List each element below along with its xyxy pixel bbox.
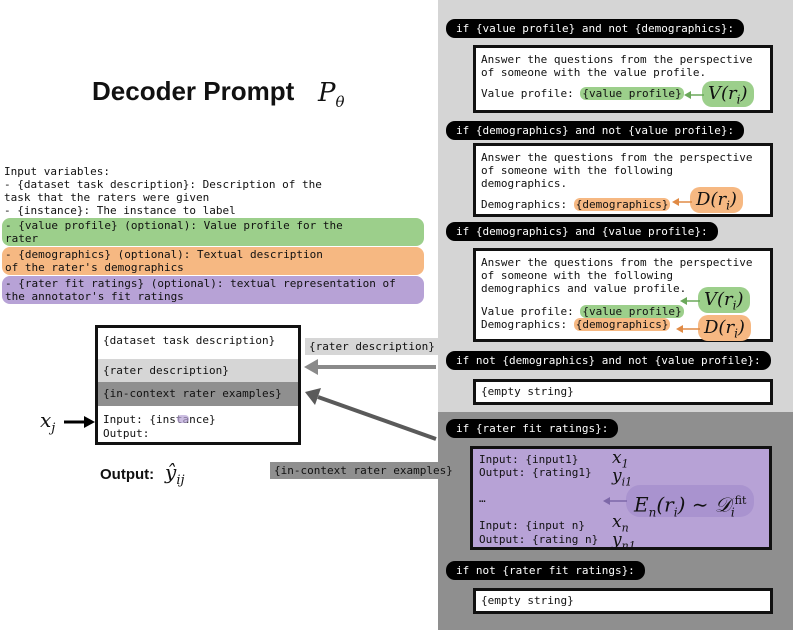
dataset-task-row: {dataset task description} bbox=[103, 334, 276, 347]
connector-arrows bbox=[304, 359, 437, 441]
condition-demographics-only: if {demographics} and not {value profile… bbox=[446, 121, 745, 140]
fit-ratings-box: Input: {input1} Output: {rating1} … Inpu… bbox=[470, 446, 772, 550]
variable-line: task that the raters were given bbox=[4, 191, 210, 204]
both-demographics-chip: {demographics} bbox=[573, 318, 671, 331]
decoder-prompt-box: {dataset task description} {rater descri… bbox=[95, 325, 301, 445]
demographics-variable: - {demographics} (optional): Textual des… bbox=[2, 247, 424, 275]
output-label: Output: bbox=[100, 466, 155, 483]
empty-string-box-1: {empty string} bbox=[473, 379, 773, 405]
fit-distribution-math: En(ri) ∼ 𝒟ifit bbox=[626, 485, 755, 520]
condition-no-fit-ratings: if not {rater fit ratings}: bbox=[446, 561, 645, 580]
fit-ratings-variable: - {rater fit ratings} (optional): textua… bbox=[2, 276, 424, 304]
input-symbol: xj bbox=[40, 408, 56, 436]
xn-symbol: xn bbox=[612, 512, 629, 535]
both-demo-arrow bbox=[676, 325, 700, 333]
in-context-examples-row: {in-context rater examples} bbox=[98, 382, 298, 406]
condition-fit-ratings: if {rater fit ratings}: bbox=[446, 419, 619, 438]
output-row: Output: bbox=[103, 427, 150, 440]
empty-string-box-2: {empty string} bbox=[473, 588, 773, 614]
instance-highlight bbox=[177, 415, 189, 423]
value-profile-variable: - {value profile} (optional): Value prof… bbox=[2, 218, 424, 246]
demographics-arrow bbox=[672, 198, 692, 206]
variable-line: - {instance}: The instance to label bbox=[4, 204, 236, 217]
both-vp-arrow bbox=[680, 297, 700, 305]
both-value-profile-math: V(ri) bbox=[698, 287, 750, 313]
fit-distribution-arrow bbox=[603, 497, 627, 505]
input-instance-row: Input: {instance} bbox=[103, 413, 216, 426]
both-value-profile-chip: {value profile} bbox=[580, 305, 684, 318]
condition-neither: if not {demographics} and not {value pro… bbox=[446, 351, 771, 370]
p-theta-symbol: Pθ bbox=[318, 78, 345, 112]
value-profile-arrow bbox=[684, 91, 704, 99]
rater-description-arrow-label: {rater description} bbox=[305, 338, 439, 355]
variables-heading: Input variables: bbox=[4, 165, 110, 178]
demographics-math: D(ri) bbox=[690, 187, 743, 213]
variable-line: - {dataset task description}: Descriptio… bbox=[4, 178, 322, 191]
input-arrow bbox=[64, 416, 95, 428]
in-context-arrow-label: {in-context rater examples} bbox=[270, 462, 457, 479]
both-demographics-math: D(ri) bbox=[698, 315, 751, 341]
demographics-chip: {demographics} bbox=[573, 198, 671, 211]
value-profile-math: V(ri) bbox=[702, 81, 754, 107]
diagram-title: Decoder Prompt bbox=[92, 76, 295, 106]
rater-description-row: {rater description} bbox=[98, 359, 298, 382]
x1-symbol: x1 bbox=[612, 448, 629, 471]
yn1-symbol: yn1 bbox=[612, 530, 636, 553]
output-symbol: ŷij bbox=[165, 460, 185, 488]
condition-value-profile-only: if {value profile} and not {demographics… bbox=[446, 19, 745, 38]
input-variables-block: Input variables: - {dataset task descrip… bbox=[2, 165, 424, 304]
condition-both: if {demographics} and {value profile}: bbox=[446, 222, 718, 241]
yi1-symbol: yi1 bbox=[612, 466, 633, 489]
value-profile-chip: {value profile} bbox=[580, 87, 684, 100]
